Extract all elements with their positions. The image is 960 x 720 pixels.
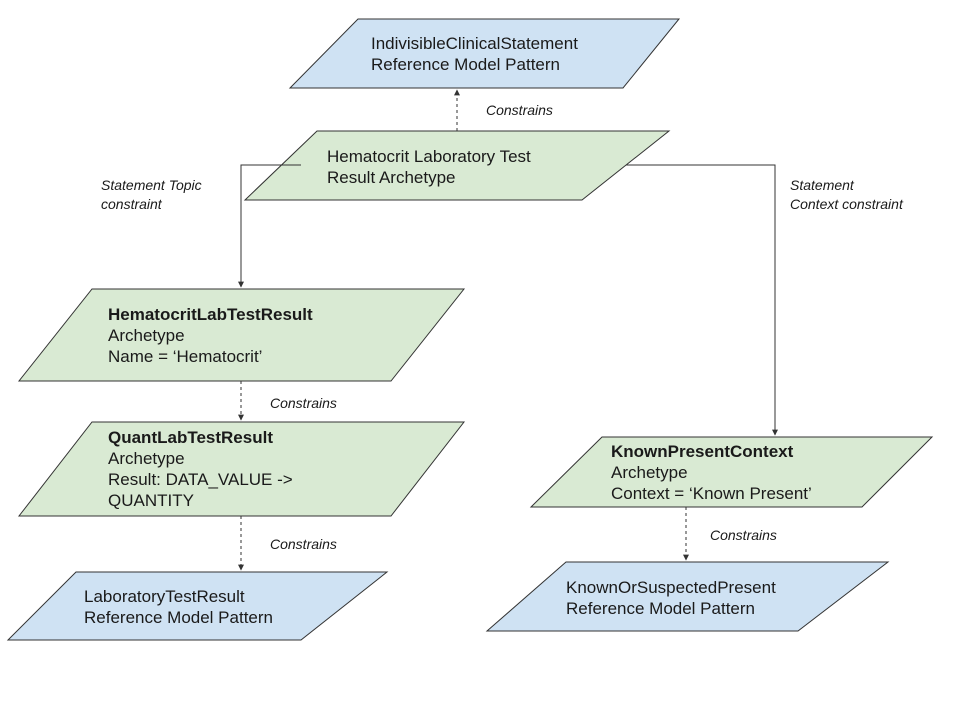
hematocrit-lab-node-label: HematocritLabTestResult Archetype Name =… xyxy=(108,304,313,367)
indivisible-title: IndivisibleClinicalStatement xyxy=(371,34,578,53)
edge-label-constrains-top: Constrains xyxy=(486,102,553,118)
hematocrit-test-title: Hematocrit Laboratory Test xyxy=(327,147,531,166)
indivisible-subtitle: Reference Model Pattern xyxy=(371,55,560,74)
hematocrit-lab-title: HematocritLabTestResult xyxy=(108,305,313,324)
hematocrit-lab-type: Archetype xyxy=(108,326,185,345)
hematocrit-test-node-label: Hematocrit Laboratory Test Result Archet… xyxy=(327,146,531,188)
edge-label-constrains-known: Constrains xyxy=(710,527,777,543)
known-present-type: Archetype xyxy=(611,463,688,482)
lab-result-node-label: LaboratoryTestResult Reference Model Pat… xyxy=(84,586,273,628)
edge-label-constrains-quant: Constrains xyxy=(270,536,337,552)
statement-context-line2: Context constraint xyxy=(790,196,903,212)
edge-label-statement-context: Statement Context constraint xyxy=(790,176,903,214)
known-suspected-shape xyxy=(485,561,890,632)
lab-result-title: LaboratoryTestResult xyxy=(84,587,245,606)
hematocrit-lab-name: Name = ‘Hematocrit’ xyxy=(108,347,263,366)
known-present-title: KnownPresentContext xyxy=(611,442,794,461)
known-suspected-node-label: KnownOrSuspectedPresent Reference Model … xyxy=(566,577,776,619)
statement-context-line1: Statement xyxy=(790,177,854,193)
indivisible-shape xyxy=(288,18,681,89)
lab-result-subtitle: Reference Model Pattern xyxy=(84,608,273,627)
statement-topic-line1: Statement Topic xyxy=(101,177,202,193)
edge-label-statement-topic: Statement Topic constraint xyxy=(101,176,202,214)
quant-lab-result: Result: DATA_VALUE -> xyxy=(108,470,293,489)
edge-statement-context xyxy=(626,164,778,436)
known-present-context: Context = ‘Known Present’ xyxy=(611,484,812,503)
hematocrit-test-shape xyxy=(243,130,671,201)
known-present-node-label: KnownPresentContext Archetype Context = … xyxy=(611,441,812,504)
lab-result-shape xyxy=(6,571,389,641)
edge-label-constrains-hem: Constrains xyxy=(270,395,337,411)
hematocrit-test-subtitle: Result Archetype xyxy=(327,168,456,187)
quant-lab-type: Archetype xyxy=(108,449,185,468)
known-suspected-subtitle: Reference Model Pattern xyxy=(566,599,755,618)
known-present-shape xyxy=(529,436,934,508)
quant-lab-quantity: QUANTITY xyxy=(108,491,194,510)
statement-topic-line2: constraint xyxy=(101,196,162,212)
indivisible-node-label: IndivisibleClinicalStatement Reference M… xyxy=(371,33,578,75)
quant-lab-shape xyxy=(17,421,466,517)
edge-statement-topic xyxy=(238,164,301,288)
hematocrit-lab-shape xyxy=(17,288,466,382)
quant-lab-title: QuantLabTestResult xyxy=(108,428,273,447)
known-suspected-title: KnownOrSuspectedPresent xyxy=(566,578,776,597)
quant-lab-node-label: QuantLabTestResult Archetype Result: DAT… xyxy=(108,427,293,511)
